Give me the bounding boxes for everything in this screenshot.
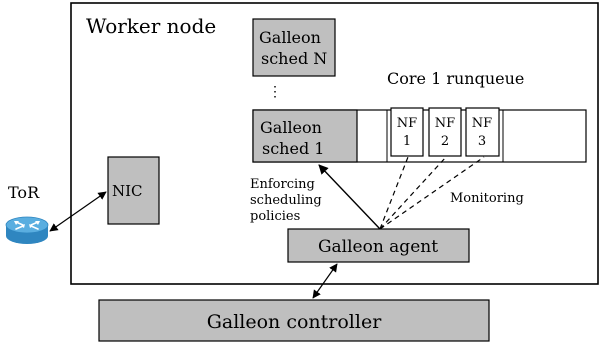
nf-3-box — [465, 107, 500, 157]
agent-label: Galleon agent — [318, 237, 438, 257]
nf-1-box — [390, 107, 424, 157]
nic-box — [107, 156, 160, 225]
sched-1-label-line2: sched 1 — [262, 139, 324, 158]
enforcing-arrow — [318, 164, 381, 230]
agent-box — [287, 228, 470, 263]
monitoring-label: Monitoring — [450, 191, 524, 206]
nf-1-label-line1: NF — [397, 116, 417, 131]
monitoring-line-nf1 — [379, 156, 409, 230]
monitoring-line-nf2 — [379, 156, 447, 230]
tor-nic-arrow — [49, 191, 107, 232]
nic-label: NIC — [112, 182, 143, 200]
sched-1-box — [252, 109, 358, 163]
controller-label: Galleon controller — [207, 311, 382, 333]
router-icon — [5, 216, 49, 244]
enforcing-label-line1: Enforcing — [250, 177, 315, 192]
enforcing-label-line3: policies — [250, 209, 300, 224]
sched-n-label-line1: Galleon — [259, 28, 321, 47]
sched-n-box — [252, 18, 336, 77]
nf-2-label-line2: 2 — [441, 134, 449, 149]
nf-2-label-line1: NF — [435, 116, 455, 131]
enforcing-label-line2: scheduling — [250, 193, 322, 208]
tor-label: ToR — [8, 183, 40, 202]
monitoring-line-nf3 — [379, 156, 485, 230]
nf-3-label-line1: NF — [472, 116, 492, 131]
runqueue-title: Core 1 runqueue — [387, 69, 524, 88]
nf-1-label-line2: 1 — [403, 134, 411, 149]
nf-2-box — [428, 107, 462, 157]
worker-node-title: Worker node — [86, 14, 216, 38]
sched-n-label-line2: sched N — [261, 49, 327, 68]
controller-box — [98, 299, 490, 342]
agent-controller-arrow — [312, 263, 338, 299]
nf-3-label-line2: 3 — [478, 134, 486, 149]
ellipsis: ⋮ — [268, 84, 282, 100]
sched-1-label-line1: Galleon — [260, 118, 322, 137]
